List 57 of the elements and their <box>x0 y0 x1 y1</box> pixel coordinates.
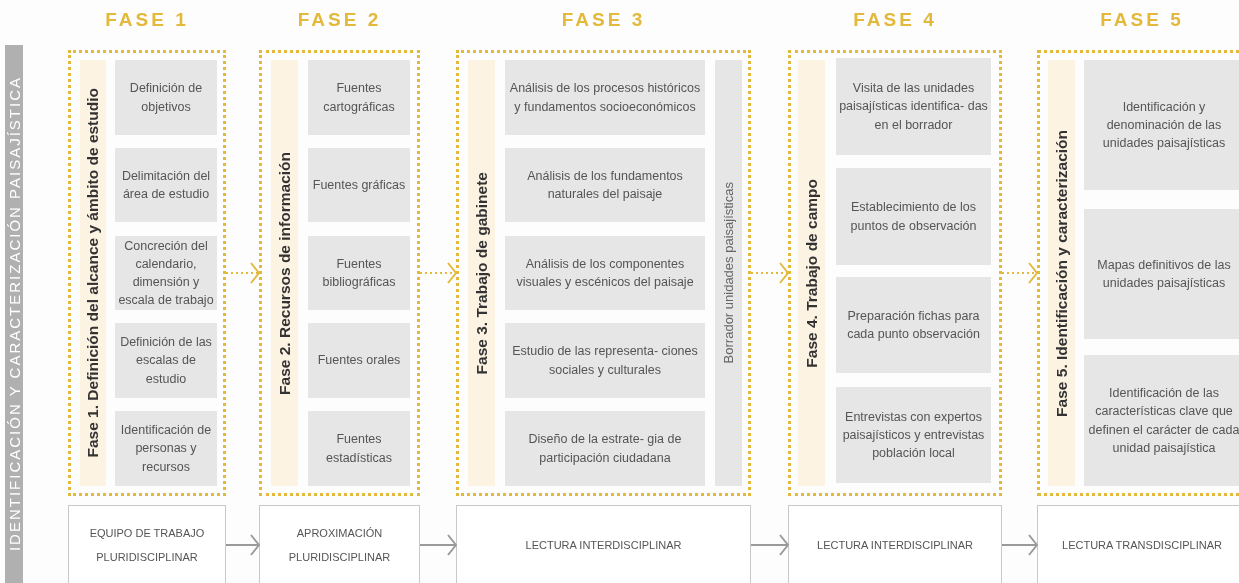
step-box: Fuentes cartográficas <box>308 60 410 135</box>
arrow <box>419 262 457 284</box>
step-box: Establecimiento de los puntos de observación <box>836 168 991 265</box>
step-box: Identificación de las características clave que definen el carácter de cada unidad paisajística <box>1084 355 1239 486</box>
step-box: Visita de las unidades paisajísticas identifica- das en el borrador <box>836 58 991 155</box>
step-box: Fuentes orales <box>308 323 410 398</box>
phase-band <box>798 60 825 486</box>
band-title: Fase 5. Identificación y caracterización <box>1052 129 1071 417</box>
vertical-title: IDENTIFICACIÓN Y CARACTERIZACIÓN PAISAJÍSTICA <box>5 76 23 552</box>
step-box: Fuentes bibliográficas <box>308 236 410 310</box>
approach-box <box>68 505 226 583</box>
arrow <box>225 534 260 556</box>
approach-box <box>456 505 751 583</box>
phase-heading: FASE 1 <box>105 9 189 31</box>
step-box: Definición de objetivos <box>115 60 217 135</box>
phase-band <box>1048 60 1075 486</box>
step-box: Análisis de los procesos históricos y fundamentos socioeconómicos <box>505 60 705 135</box>
approach-box <box>788 505 1002 583</box>
step-box: Mapas definitivos de las unidades paisajísticas <box>1084 209 1239 339</box>
approach-label: LECTURA TRANSDISCIPLINAR <box>1062 537 1222 553</box>
arrow <box>1001 534 1038 556</box>
arrow <box>750 262 789 284</box>
step-box: Preparación fichas para cada punto observación <box>836 277 991 373</box>
band-title: Fase 1. Definición del alcance y ámbito de estudio <box>84 88 102 458</box>
phase-heading: FASE 2 <box>297 9 382 31</box>
approach-label: APROXIMACIÓN PLURIDISCIPLINAR <box>287 525 392 565</box>
step-box: Fuentes estadísticas <box>308 411 410 486</box>
step-box: Delimitación del área de estudio <box>115 148 217 222</box>
arrow <box>225 262 260 284</box>
step-box: Análisis de los fundamentos naturales del paisaje <box>505 148 705 222</box>
approach-box <box>259 505 420 583</box>
band-title: Borrador unidades paisajísticas <box>721 182 736 364</box>
step-box: Estudio de las representa- ciones sociales y culturales <box>505 323 705 398</box>
arrow <box>419 534 457 556</box>
step-box: Fuentes gráficas <box>308 148 410 222</box>
step-box: Concreción del calendario, dimensión y escala de trabajo <box>115 236 217 310</box>
band-title: Fase 4. Trabajo de campo <box>802 178 821 368</box>
phase-band <box>80 60 106 486</box>
approach-box <box>1037 505 1239 583</box>
step-box: Entrevistas con expertos paisajísticos y entrevistas población local <box>836 387 991 483</box>
band-title: Fase 2. Recursos de información <box>275 151 294 395</box>
phase-band <box>271 60 298 486</box>
approach-label: EQUIPO DE TRABAJO PLURIDISCIPLINAR <box>88 525 206 565</box>
phase-band <box>468 60 495 486</box>
arrow <box>1001 262 1038 284</box>
step-box: Diseño de la estrate- gia de participación ciudadana <box>505 411 705 486</box>
step-box: Identificación y denominación de las unidades paisajísticas <box>1084 60 1239 190</box>
approach-label: LECTURA INTERDISCIPLINAR <box>525 537 682 553</box>
arrow <box>750 534 789 556</box>
phase-heading: FASE 3 <box>561 9 646 31</box>
band-title: Fase 3. Trabajo de gabinete <box>472 171 491 375</box>
step-box: Definición de las escalas de estudio <box>115 323 217 398</box>
phase-heading: FASE 5 <box>1100 9 1184 31</box>
step-box: Identificación de personas y recursos <box>115 411 217 486</box>
step-box: Análisis de los componentes visuales y escénicos del paisaje <box>505 236 705 310</box>
phase-heading: FASE 4 <box>853 9 937 31</box>
approach-label: LECTURA INTERDISCIPLINAR <box>817 537 973 553</box>
